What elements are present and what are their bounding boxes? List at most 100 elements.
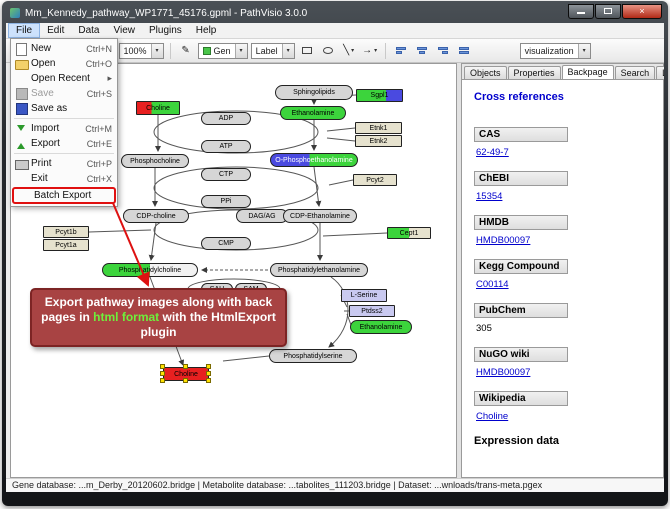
backpage-xref-kegg-compound[interactable]: C00114 xyxy=(476,279,509,290)
blank-icon xyxy=(14,172,28,185)
chevron-down-icon: ▾ xyxy=(150,43,163,58)
gene-product-combobox[interactable]: Gen ▾ xyxy=(197,42,248,59)
menubar-item-help[interactable]: Help xyxy=(195,25,217,36)
visualization-value: visualization xyxy=(524,45,574,56)
selection-handle[interactable] xyxy=(206,378,211,383)
node-o-phosphoethanolamine[interactable]: O-Phosphoethanolamine xyxy=(270,153,358,167)
selection-handle[interactable] xyxy=(206,364,211,369)
callout-text: Export pathway images along with back pa… xyxy=(41,295,273,324)
titlebar[interactable]: Mm_Kennedy_pathway_WP1771_45176.gpml - P… xyxy=(10,3,662,21)
side-panel: ObjectsPropertiesBackpageSearchLegend Cr… xyxy=(461,63,664,478)
menu-item-label: Open xyxy=(31,58,56,69)
node-choline[interactable]: Choline xyxy=(136,101,180,115)
backpage-xref-nugo-wiki[interactable]: HMDB00097 xyxy=(476,367,531,378)
ellipse-tool-button[interactable] xyxy=(319,42,337,60)
node-phosphatidylethanolamine[interactable]: Phosphatidylethanolamine xyxy=(270,263,368,277)
menubar-item-plugins[interactable]: Plugins xyxy=(148,25,182,36)
node-etnk2[interactable]: Etnk2 xyxy=(355,135,402,147)
node-adp[interactable]: ADP xyxy=(201,112,251,125)
menubar-item-data[interactable]: Data xyxy=(78,25,100,36)
close-button[interactable]: × xyxy=(622,3,662,19)
node-atp[interactable]: ATP xyxy=(201,140,251,153)
tab-backpage[interactable]: Backpage xyxy=(561,65,614,79)
tab-objects[interactable]: Objects xyxy=(464,66,507,79)
node-ethanolamine[interactable]: Ethanolamine xyxy=(280,106,346,120)
menu-item-shortcut: Ctrl+E xyxy=(86,138,112,149)
selection-handle[interactable] xyxy=(183,364,188,369)
node-cdp-ethanolamine[interactable]: CDP-Ethanolamine xyxy=(283,209,357,223)
menu-separator xyxy=(14,118,114,119)
label-combobox[interactable]: Label ▾ xyxy=(250,42,295,59)
file-menu-item-batch-export[interactable]: Batch Export xyxy=(12,187,116,204)
rectangle-tool-button[interactable] xyxy=(298,42,316,60)
menu-item-shortcut: Ctrl+P xyxy=(86,158,112,169)
node-ptdss2[interactable]: Ptdss2 xyxy=(349,305,395,317)
menubar-item-edit[interactable]: Edit xyxy=(47,25,65,36)
node-pcyt1b[interactable]: Pcyt1b xyxy=(43,226,89,238)
align-center-button[interactable] xyxy=(413,42,431,60)
node-l-serine[interactable]: L-Serine xyxy=(341,289,387,302)
node-ppi[interactable]: PPi xyxy=(201,195,251,208)
minimize-button[interactable] xyxy=(568,3,594,19)
tab-properties[interactable]: Properties xyxy=(507,66,561,79)
backpage-xref-cas[interactable]: 62-49-7 xyxy=(476,147,509,158)
node-dag-ag[interactable]: DAG/AG xyxy=(236,209,288,223)
backpage-xref-wikipedia[interactable]: Choline xyxy=(476,411,509,422)
node-phosphatidylserine[interactable]: Phosphatidylserine xyxy=(269,349,357,363)
selection-handle[interactable] xyxy=(160,378,165,383)
node-pcyt1a[interactable]: Pcyt1a xyxy=(43,239,89,251)
node-phosphocholine[interactable]: Phosphocholine xyxy=(121,154,189,168)
visualization-combobox[interactable]: visualization ▾ xyxy=(519,42,591,59)
window-title: Mm_Kennedy_pathway_WP1771_45176.gpml - P… xyxy=(25,7,308,19)
selection-handle[interactable] xyxy=(206,371,211,376)
chevron-down-icon: ▾ xyxy=(577,43,590,58)
node-sgpl1[interactable]: Sgpl1 xyxy=(356,89,403,102)
node-phosphatidylcholine[interactable]: Phosphatidylcholine xyxy=(102,263,198,277)
export-icon xyxy=(14,137,28,150)
node-etnk1[interactable]: Etnk1 xyxy=(355,122,402,134)
menu-item-label: Exit xyxy=(31,173,48,184)
selection-handle[interactable] xyxy=(160,364,165,369)
align-right-button[interactable] xyxy=(434,42,452,60)
zoom-value: 100% xyxy=(123,45,147,56)
node-ctp[interactable]: CTP xyxy=(201,168,251,181)
tab-search[interactable]: Search xyxy=(614,66,656,79)
backpage-xref-chebi[interactable]: 15354 xyxy=(476,191,503,202)
connector-tool-button[interactable]: →▾ xyxy=(362,45,378,56)
ellipse-icon xyxy=(322,47,333,54)
align-left-button[interactable] xyxy=(392,42,410,60)
menubar-item-file[interactable]: File xyxy=(8,23,41,38)
node-ethanolamine[interactable]: Ethanolamine xyxy=(350,320,412,334)
node-pcyt2[interactable]: Pcyt2 xyxy=(353,174,397,186)
edit-mode-button[interactable]: ✎ xyxy=(181,45,190,56)
common-width-button[interactable] xyxy=(455,42,473,60)
zoom-combobox[interactable]: 100% ▾ xyxy=(118,42,164,59)
menubar-item-view[interactable]: View xyxy=(113,25,135,36)
node-cept1[interactable]: Cept1 xyxy=(387,227,431,239)
panel-splitter[interactable] xyxy=(457,63,461,478)
statusbar: Gene database: ...m_Derby_20120602.bridg… xyxy=(6,478,664,492)
backpage-xref-hmdb[interactable]: HMDB00097 xyxy=(476,235,531,246)
file-menu-item-save-as[interactable]: Save as xyxy=(11,101,117,116)
node-cdp-choline[interactable]: CDP-choline xyxy=(123,209,189,223)
maximize-button[interactable] xyxy=(595,3,621,19)
backpage-section-header: Wikipedia xyxy=(474,391,568,406)
window-controls: × xyxy=(568,3,662,19)
selection-handle[interactable] xyxy=(183,378,188,383)
node-sphingolipids[interactable]: Sphingolipids xyxy=(275,85,353,100)
node-cmp[interactable]: CMP xyxy=(201,237,251,250)
file-menu-item-open-recent[interactable]: Open Recent▸ xyxy=(11,71,117,86)
line-tool-button[interactable]: ╲▾ xyxy=(343,45,355,56)
selection-handle[interactable] xyxy=(160,371,165,376)
tab-legend[interactable]: Legend xyxy=(656,66,664,79)
